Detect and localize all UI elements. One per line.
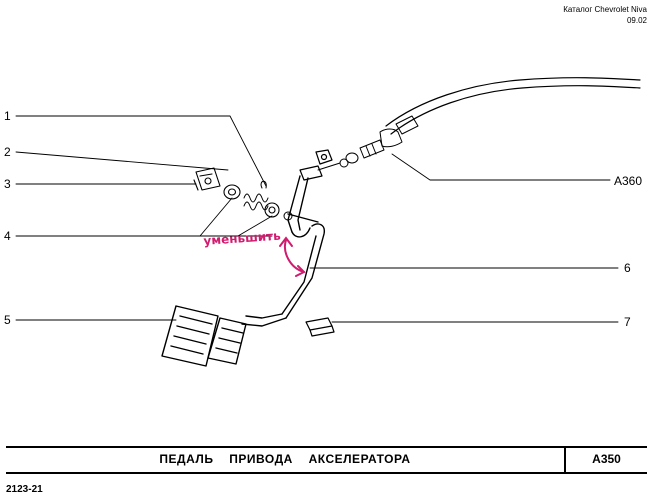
- catalog-title: Каталог Chevrolet Niva: [563, 5, 647, 14]
- pedal-diagram: [15, 77, 641, 367]
- callout-ref-a360: A360: [614, 174, 643, 188]
- callout-7: 7: [624, 315, 631, 329]
- return-spring: [243, 180, 269, 211]
- spacer-ring: [283, 211, 293, 221]
- pedal-pad-left: [161, 305, 219, 367]
- pedal-pad-right: [207, 317, 247, 365]
- callout-3: 3: [4, 177, 11, 191]
- bushing-right: [264, 202, 280, 218]
- bushing-left: [223, 184, 241, 200]
- drawing-number: 2123-21: [6, 484, 43, 495]
- callout-4: 4: [4, 229, 11, 243]
- leader-lines: [15, 115, 619, 323]
- catalog-date: 09.02: [626, 16, 647, 25]
- drawing-title: ПЕДАЛЬ ПРИВОДА АКСЕЛЕРАТОРА: [159, 452, 411, 466]
- cable-end-fitting: [317, 115, 419, 171]
- title-divider: [564, 448, 566, 472]
- pedal-lever-top: [299, 149, 333, 181]
- title-block: ПЕДАЛЬ ПРИВОДА АКСЕЛЕРАТОРА A350: [6, 446, 647, 474]
- callout-6: 6: [624, 261, 631, 275]
- pedal-lever: [241, 175, 326, 327]
- callout-1: 1: [4, 109, 11, 123]
- spring-bracket: [193, 167, 221, 191]
- annotation-arrow: [279, 236, 306, 277]
- cable-sheath: [385, 77, 641, 135]
- callout-5: 5: [4, 313, 11, 327]
- callout-2: 2: [4, 145, 11, 159]
- drawing-code: A350: [592, 452, 621, 466]
- pedal-stop-block: [305, 317, 335, 337]
